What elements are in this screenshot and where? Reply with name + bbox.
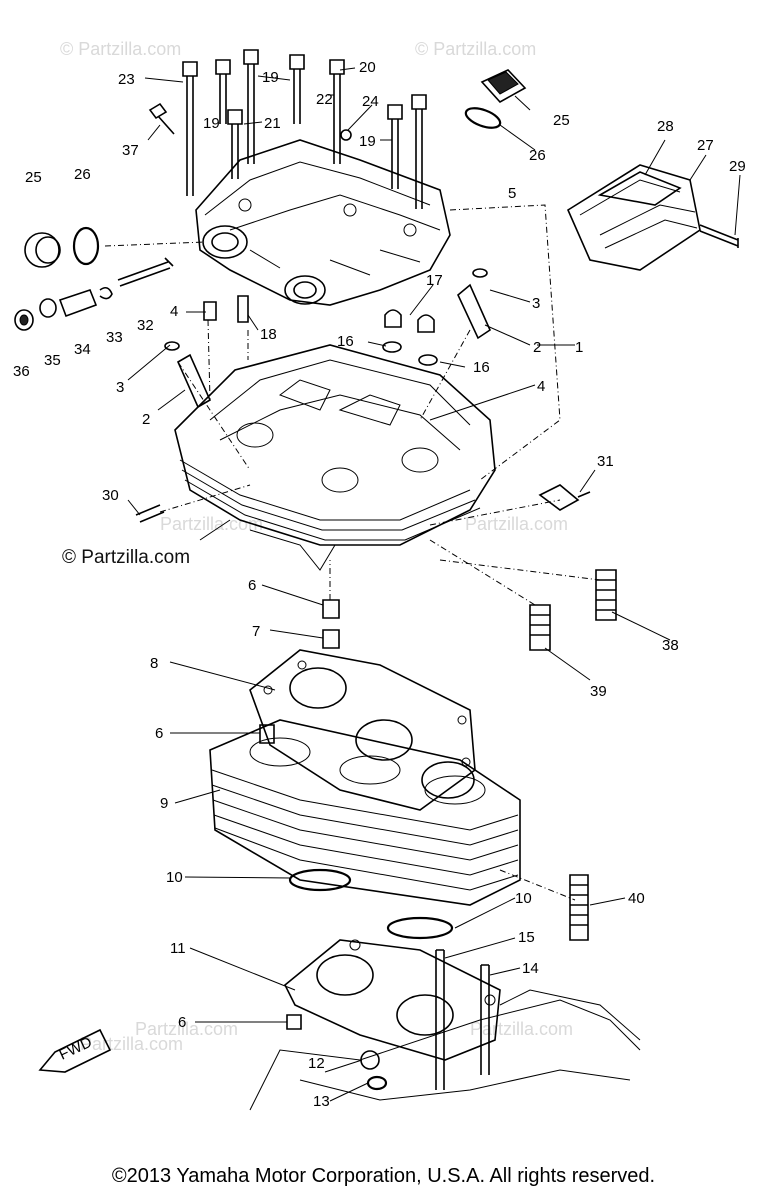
- o-rings: [288, 868, 454, 940]
- callout-9: 9: [160, 795, 168, 812]
- callout-39: 39: [590, 683, 607, 700]
- callout-33: 33: [106, 329, 123, 346]
- callout-21: 21: [264, 115, 281, 132]
- watermark: Partzilla.com: [135, 1019, 238, 1039]
- callout-37: 37: [122, 142, 139, 159]
- callout-19: 19: [262, 69, 279, 86]
- callout-6: 6: [155, 725, 163, 742]
- callout-2: 2: [142, 411, 150, 428]
- callout-4: 4: [170, 303, 178, 320]
- callout-1: 1: [575, 339, 583, 356]
- copyright-notice: ©2013 Yamaha Motor Corporation, U.S.A. A…: [111, 1165, 656, 1187]
- head-bolts: [148, 49, 427, 209]
- callout-4: 4: [537, 378, 545, 395]
- dowel-pins: [529, 569, 617, 941]
- watermark: © Partzilla.com: [60, 39, 181, 59]
- callout-20: 20: [359, 59, 376, 76]
- callout-12: 12: [308, 1055, 325, 1072]
- callout-16: 16: [337, 333, 354, 350]
- callout-25: 25: [25, 169, 42, 186]
- watermark: Partzilla.com: [465, 514, 568, 534]
- callout-30: 30: [102, 487, 119, 504]
- callout-3: 3: [116, 379, 124, 396]
- callout-17: 17: [426, 272, 443, 289]
- callout-6: 6: [178, 1014, 186, 1031]
- cap-and-o-ring: [464, 69, 527, 129]
- callout-31: 31: [597, 453, 614, 470]
- callout-40: 40: [628, 890, 645, 907]
- watermark: Partzilla.com: [80, 1034, 183, 1054]
- cylinder-head: [174, 344, 496, 571]
- callout-26: 26: [74, 166, 91, 183]
- callout-8: 8: [150, 655, 158, 672]
- callout-19: 19: [359, 133, 376, 150]
- callout-38: 38: [662, 637, 679, 654]
- studs: [435, 949, 490, 1090]
- callout-10: 10: [166, 869, 183, 886]
- callout-5: 5: [508, 185, 516, 202]
- crankcase: [249, 989, 641, 1111]
- cam-cover: [195, 139, 451, 306]
- callout-18: 18: [260, 326, 277, 343]
- callout-35: 35: [44, 352, 61, 369]
- base-gasket: [283, 939, 501, 1061]
- cylinder-block: [209, 719, 521, 906]
- callout-36: 36: [13, 363, 30, 380]
- head-gasket: [249, 649, 476, 811]
- watermark: Partzilla.com: [470, 1019, 573, 1039]
- callout-25: 25: [553, 112, 570, 129]
- callout-15: 15: [518, 929, 535, 946]
- callout-27: 27: [697, 137, 714, 154]
- callout-26: 26: [529, 147, 546, 164]
- callout-11: 11: [170, 940, 186, 957]
- leader-lines: [127, 67, 741, 1102]
- valve-guides-and-nuts: [135, 268, 591, 523]
- watermark: © Partzilla.com: [62, 547, 190, 568]
- callout-13: 13: [313, 1093, 330, 1110]
- callout-16: 16: [473, 359, 490, 376]
- callout-23: 23: [118, 71, 135, 88]
- callout-14: 14: [522, 960, 539, 977]
- callout-19: 19: [203, 115, 220, 132]
- callout-7: 7: [252, 623, 260, 640]
- callout-3: 3: [532, 295, 540, 312]
- watermark: Partzilla.com: [160, 514, 263, 534]
- callout-6: 6: [248, 577, 256, 594]
- callout-10: 10: [515, 890, 532, 907]
- callout-29: 29: [729, 158, 746, 175]
- fwd-label: FWD: [57, 1034, 95, 1064]
- callout-labels: 23 19 19 22 20 21 24 25 26 19 37 5 28 27…: [13, 59, 746, 1110]
- watermark: © Partzilla.com: [415, 39, 536, 59]
- callout-2: 2: [533, 339, 541, 356]
- callout-24: 24: [362, 93, 379, 110]
- callout-32: 32: [137, 317, 154, 334]
- side-cover: [566, 164, 739, 271]
- left-cap-parts: [14, 226, 174, 331]
- callout-34: 34: [74, 341, 91, 358]
- callout-28: 28: [657, 118, 674, 135]
- assembly-lines: [104, 204, 601, 901]
- callout-22: 22: [316, 91, 333, 108]
